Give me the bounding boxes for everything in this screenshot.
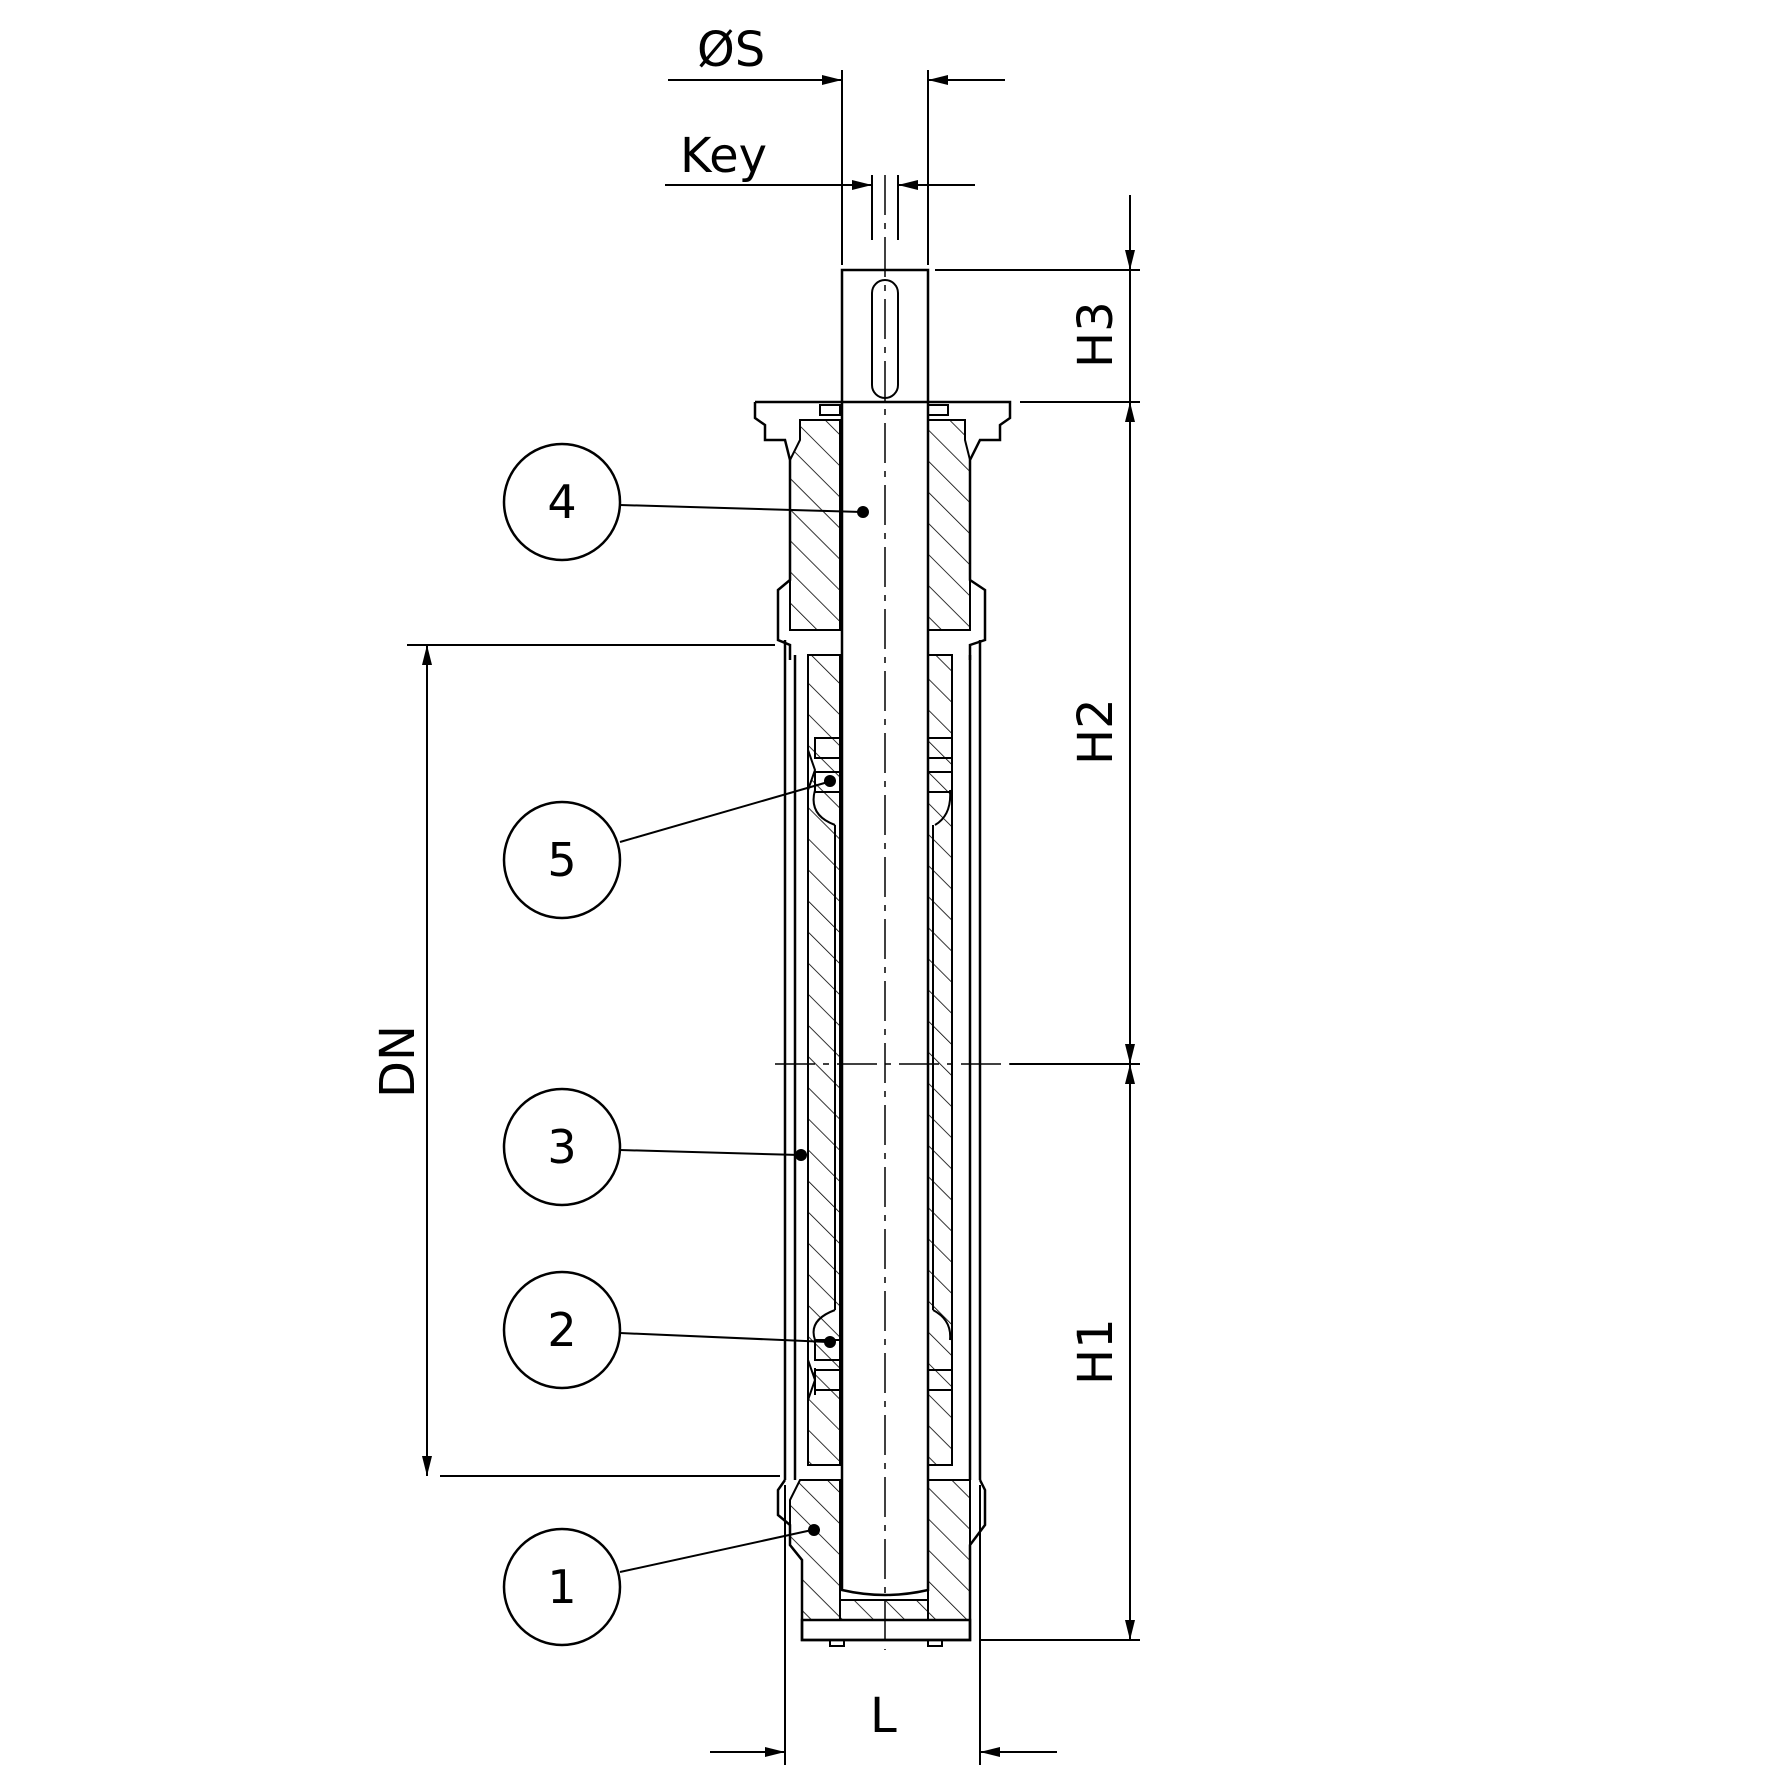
top-hatch-sections: [789, 404, 971, 631]
shaft-part-4: [840, 175, 930, 1650]
dimension-shaft-diameter: ØS: [668, 22, 1005, 265]
dim-label-h2: H2: [1068, 698, 1124, 765]
balloon-1: 1: [502, 1524, 820, 1647]
balloon-label-5: 5: [547, 833, 576, 887]
balloon-4: 4: [502, 442, 869, 562]
dimension-key: Key: [665, 128, 975, 190]
dim-label-key: Key: [680, 128, 767, 184]
balloon-2: 2: [502, 1270, 836, 1390]
balloon-label-1: 1: [547, 1560, 576, 1614]
dim-label-h1: H1: [1068, 1318, 1124, 1385]
dimension-l: L: [710, 1485, 1057, 1765]
dim-label-l: L: [870, 1688, 897, 1744]
balloon-3: 3: [502, 1087, 807, 1207]
dimension-heights: H3 H2 H1: [935, 195, 1140, 1641]
balloon-5: 5: [502, 775, 836, 920]
dim-label-shaft-diameter: ØS: [697, 22, 765, 78]
balloon-label-3: 3: [547, 1120, 576, 1174]
dim-label-h3: H3: [1068, 301, 1124, 368]
balloon-label-2: 2: [547, 1303, 576, 1357]
dim-label-dn: DN: [370, 1025, 426, 1098]
dimension-dn: DN: [370, 644, 780, 1477]
balloon-label-4: 4: [547, 475, 576, 529]
bottom-hatch-sections: [789, 1479, 971, 1621]
